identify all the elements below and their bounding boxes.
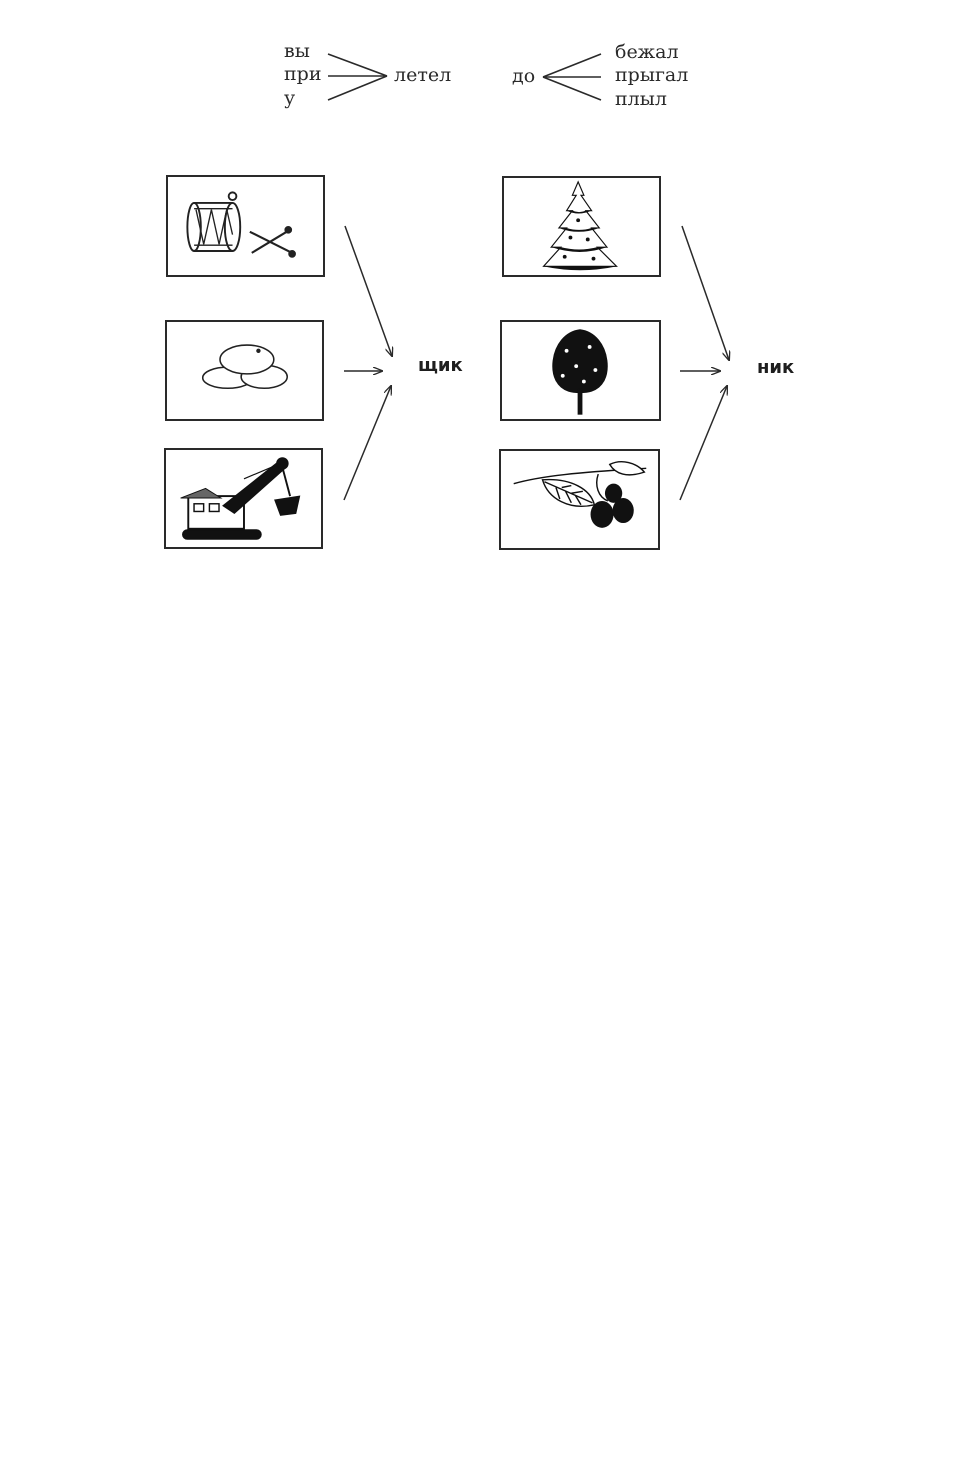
root-plyl: плыл xyxy=(615,90,667,109)
picture-card-fir-tree xyxy=(502,176,661,277)
drum-icon xyxy=(168,177,323,275)
deciduous-tree-icon xyxy=(502,322,659,419)
root-bezhal: бежал xyxy=(615,43,679,62)
arrows-left-group xyxy=(344,226,392,500)
root-prygal: прыгал xyxy=(615,66,688,85)
excavator-icon xyxy=(166,450,321,547)
picture-card-raspberry-branch xyxy=(499,449,660,550)
picture-card-stones xyxy=(165,320,324,421)
root-letel: летел xyxy=(394,66,451,85)
suffix-nik: ник xyxy=(757,359,794,377)
prefix-vy: вы xyxy=(284,42,310,61)
prefix-fan-right xyxy=(543,54,601,100)
suffix-shchik: щик xyxy=(418,357,463,375)
arrows-right-group xyxy=(680,226,729,500)
fir-tree-icon xyxy=(504,178,659,275)
picture-card-drum xyxy=(166,175,325,277)
picture-card-excavator xyxy=(164,448,323,549)
prefix-fan-left xyxy=(328,54,387,100)
picture-card-deciduous-tree xyxy=(500,320,661,421)
prefix-pri: при xyxy=(284,65,322,84)
prefix-do: до xyxy=(512,67,535,86)
stones-icon xyxy=(167,322,322,419)
raspberry-branch-icon xyxy=(501,451,658,548)
prefix-u: у xyxy=(284,89,295,108)
